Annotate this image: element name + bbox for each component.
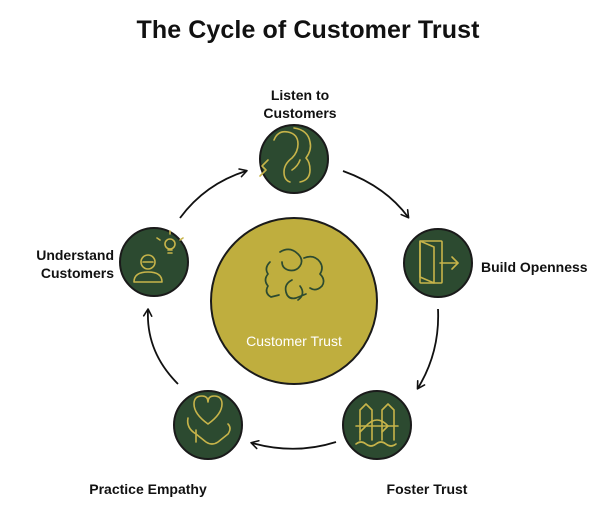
center-label: Customer Trust (246, 333, 342, 349)
step-circle (259, 124, 329, 194)
step-label-line: Build Openness (481, 259, 588, 275)
step-label-line: Understand (36, 247, 114, 263)
step-label-foster: Foster Trust (372, 480, 482, 498)
arrow-listen-to-openness (342, 170, 410, 219)
step-node-understand (119, 227, 189, 297)
step-label-line: Foster Trust (386, 481, 468, 497)
step-node-empathy (173, 390, 243, 460)
step-node-trust (342, 390, 412, 460)
bridge-icon (355, 403, 399, 447)
step-circle (173, 390, 243, 460)
step-label-line: Customers (263, 105, 337, 121)
step-node-listen (259, 124, 329, 194)
diagram-title: The Cycle of Customer Trust (136, 16, 480, 44)
ear-icon (259, 127, 312, 183)
step-label-empathy: Practice Empathy (78, 480, 218, 498)
step-label-understand: Understand Customers (14, 246, 114, 282)
step-circle (403, 228, 473, 298)
arrow-empathy-to-understand (142, 308, 179, 385)
arrow-openness-to-trust (416, 308, 440, 390)
arrow-understand-to-listen (179, 168, 248, 219)
heart-in-hand-icon (186, 395, 231, 445)
step-label-line: Customers (40, 265, 114, 281)
person-idea-icon (133, 230, 184, 283)
step-label-listen: Listen to Customers (252, 86, 348, 122)
arrow-trust-to-empathy (250, 439, 337, 450)
step-node-openness (403, 228, 473, 298)
step-label-openness: Build Openness (481, 258, 611, 276)
step-circle (119, 227, 189, 297)
center-node (210, 217, 378, 385)
step-circle (342, 390, 412, 460)
handshake-icon (264, 248, 325, 301)
center-circle (210, 217, 378, 385)
step-label-line: Listen to (270, 87, 330, 103)
open-door-icon (419, 240, 459, 284)
step-label-line: Practice Empathy (89, 481, 207, 497)
